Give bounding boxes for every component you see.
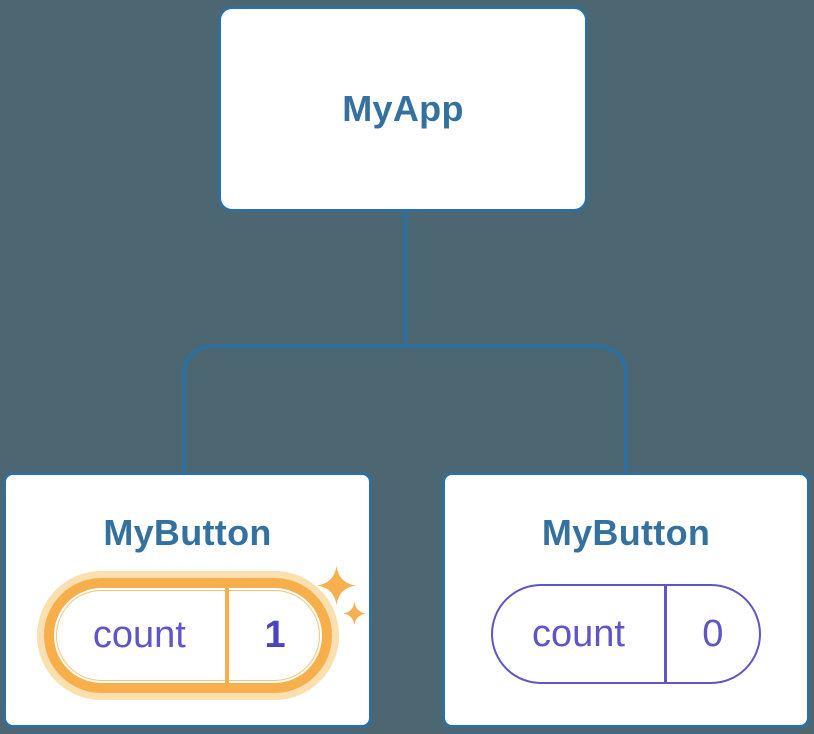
state-value: 1 [264, 614, 286, 657]
state-key-label: count [92, 614, 186, 657]
node-myapp-label: MyApp [342, 88, 464, 130]
state-pill-default: count 0 [491, 584, 761, 685]
sparkle-icon [343, 602, 366, 625]
pill-divider [225, 588, 229, 684]
node-mybutton-default-label: MyButton [541, 512, 711, 553]
node-mybutton-default: MyButton count 0 [442, 472, 810, 728]
state-key-label: count [532, 612, 625, 655]
node-mybutton-updated-label: MyButton [103, 512, 272, 553]
node-myapp: MyApp [218, 6, 588, 212]
node-mybutton-updated: MyButton count 1 [3, 472, 372, 728]
state-pill-highlighted: count 1 [43, 578, 332, 694]
state-value: 0 [702, 612, 724, 655]
pill-divider [664, 586, 667, 683]
sparkle-icon [317, 566, 356, 605]
